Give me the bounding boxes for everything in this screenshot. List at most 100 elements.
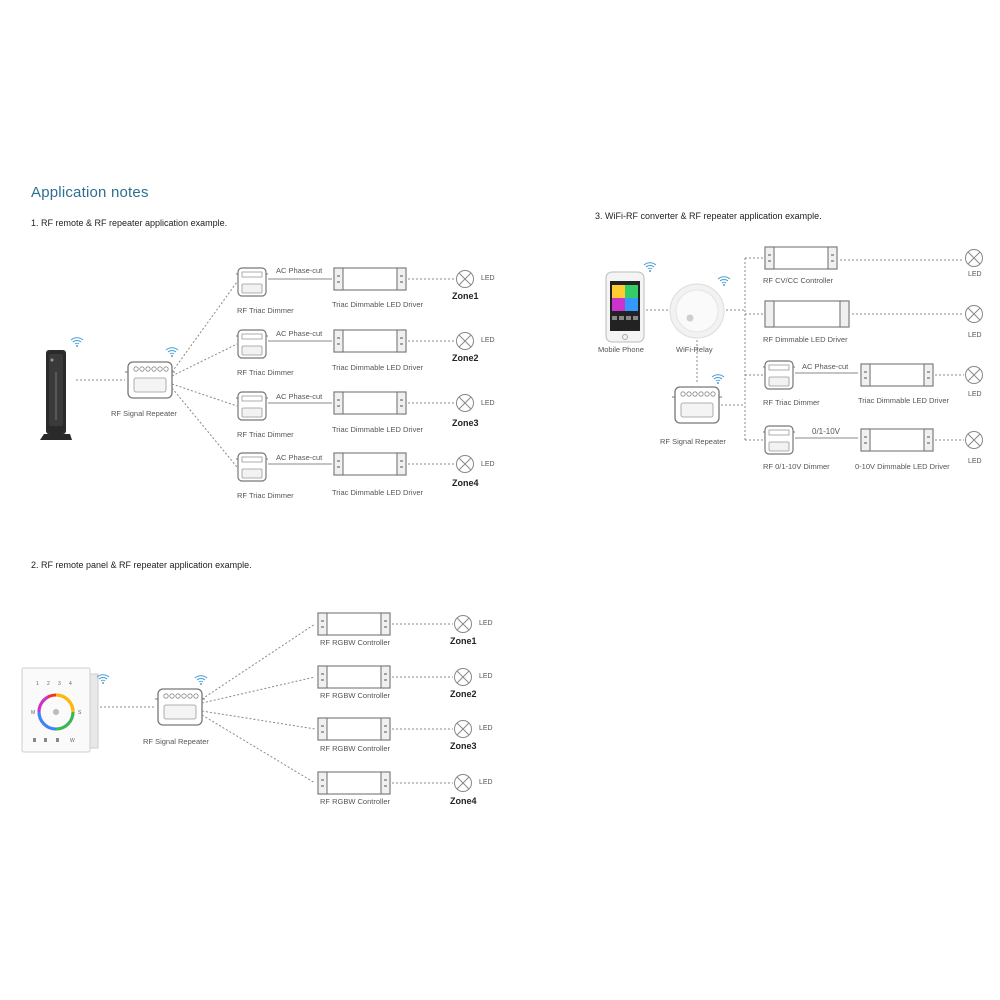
rf-triac-dimmer-label: RF Triac Dimmer (237, 491, 294, 500)
triac-dimmable-led-driver (333, 267, 407, 291)
zone-label: Zone4 (450, 796, 477, 806)
led-label: LED (968, 391, 982, 398)
panel-key: 1 (36, 681, 39, 687)
wifi-icon (165, 347, 179, 358)
rf-dimmable-led-driver (764, 300, 850, 328)
panel-key: 3 (58, 681, 61, 687)
rf-0-10v-dimmer (762, 425, 796, 455)
rf-triac-dimmer (235, 267, 269, 297)
rf-triac-dimmer (235, 329, 269, 359)
led-lamp-icon (454, 774, 472, 792)
rf-triac-dimmer (235, 452, 269, 482)
panel-key: M (31, 710, 35, 716)
ac-phase-cut-label: AC Phase-cut (276, 453, 323, 462)
wifi-relay-label: WiFi-Relay (676, 345, 713, 354)
page-title: Application notes (31, 184, 149, 201)
rf-signal-repeater-3 (671, 386, 723, 424)
rf-triac-dimmer-label: RF Triac Dimmer (237, 430, 294, 439)
led-lamp-icon (456, 455, 474, 473)
rf-triac-dimmer (762, 360, 796, 390)
section-2-heading: 2. RF remote panel & RF repeater applica… (31, 560, 252, 570)
rf-signal-repeater-label: RF Signal Repeater (111, 409, 177, 418)
led-lamp-icon (454, 615, 472, 633)
led-label: LED (481, 337, 495, 344)
triac-driver-label: Triac Dimmable LED Driver (332, 425, 423, 434)
driver-0-10v-label: 0-10V Dimmable LED Driver (855, 462, 950, 471)
wifi-relay (669, 283, 725, 339)
led-label: LED (479, 673, 493, 680)
rf-rgbw-controller (317, 717, 391, 741)
wifi-icon (711, 374, 725, 385)
zone-label: Zone2 (450, 689, 477, 699)
section-3-heading: 3. WiFi-RF converter & RF repeater appli… (595, 211, 822, 221)
wifi-icon (194, 675, 208, 686)
wall-panel: 1 2 3 4 M S W (21, 667, 99, 753)
section-1-heading: 1. RF remote & RF repeater application e… (31, 218, 228, 228)
zone-label: Zone3 (452, 418, 479, 428)
led-label: LED (479, 779, 493, 786)
led-label: LED (968, 458, 982, 465)
rf-0-10v-dimmer-label: RF 0/1-10V Dimmer (763, 462, 830, 471)
mobile-phone-label: Mobile Phone (598, 345, 644, 354)
wifi-icon (717, 276, 731, 287)
dashed-fan-1 (171, 281, 238, 468)
remote-device (40, 350, 72, 440)
rf-cv-cc-controller-label: RF CV/CC Controller (763, 276, 834, 285)
led-label: LED (481, 400, 495, 407)
ac-phase-cut-label: AC Phase-cut (802, 362, 849, 371)
zone-label: Zone4 (452, 478, 479, 488)
rgbw-controller-label: RF RGBW Controller (320, 797, 391, 806)
led-lamp-icon (456, 270, 474, 288)
mobile-phone (605, 271, 645, 343)
triac-driver-label: Triac Dimmable LED Driver (332, 488, 423, 497)
triac-driver-label: Triac Dimmable LED Driver (858, 396, 949, 405)
wifi-icon (70, 337, 84, 348)
triac-driver-label: Triac Dimmable LED Driver (332, 363, 423, 372)
rf-rgbw-controller (317, 665, 391, 689)
panel-key: W (70, 738, 75, 744)
led-lamp-icon (965, 249, 983, 267)
led-lamp-icon (456, 394, 474, 412)
led-label: LED (479, 620, 493, 627)
ac-phase-cut-label: AC Phase-cut (276, 266, 323, 275)
wifi-icon (96, 674, 110, 685)
ac-phase-cut-label: AC Phase-cut (276, 329, 323, 338)
rf-triac-dimmer-label: RF Triac Dimmer (237, 368, 294, 377)
rgbw-controller-label: RF RGBW Controller (320, 691, 391, 700)
zone-label: Zone1 (450, 636, 477, 646)
rf-rgbw-controller (317, 612, 391, 636)
panel-key: 4 (69, 681, 72, 687)
zone-label: Zone3 (450, 741, 477, 751)
led-label: LED (968, 332, 982, 339)
led-label: LED (481, 275, 495, 282)
v-0-1-10-label: 0/1-10V (812, 427, 841, 436)
driver-0-10v (860, 428, 934, 452)
rf-signal-repeater-2 (154, 688, 206, 726)
dashed-bus-3 (721, 257, 763, 441)
dashed-fan-2 (201, 623, 316, 784)
rf-triac-dimmer (235, 391, 269, 421)
led-label: LED (481, 461, 495, 468)
led-lamp-icon (456, 332, 474, 350)
rf-signal-repeater-label: RF Signal Repeater (660, 437, 726, 446)
triac-dimmable-led-driver (333, 391, 407, 415)
zone-label: Zone2 (452, 353, 479, 363)
wifi-icon (643, 262, 657, 273)
rf-signal-repeater-label: RF Signal Repeater (143, 737, 209, 746)
led-lamp-icon (965, 366, 983, 384)
rgbw-controller-label: RF RGBW Controller (320, 638, 391, 647)
rf-triac-dimmer-label: RF Triac Dimmer (763, 398, 820, 407)
led-label: LED (968, 271, 982, 278)
led-lamp-icon (454, 668, 472, 686)
rf-triac-dimmer-label: RF Triac Dimmer (237, 306, 294, 315)
rf-cv-cc-controller (764, 246, 838, 270)
triac-dimmable-led-driver (333, 329, 407, 353)
rf-dimmable-led-driver-label: RF Dimmable LED Driver (763, 335, 848, 344)
rf-rgbw-controller (317, 771, 391, 795)
triac-dimmable-led-driver (333, 452, 407, 476)
rf-signal-repeater-1 (124, 361, 176, 399)
led-lamp-icon (965, 431, 983, 449)
led-lamp-icon (965, 305, 983, 323)
led-lamp-icon (454, 720, 472, 738)
